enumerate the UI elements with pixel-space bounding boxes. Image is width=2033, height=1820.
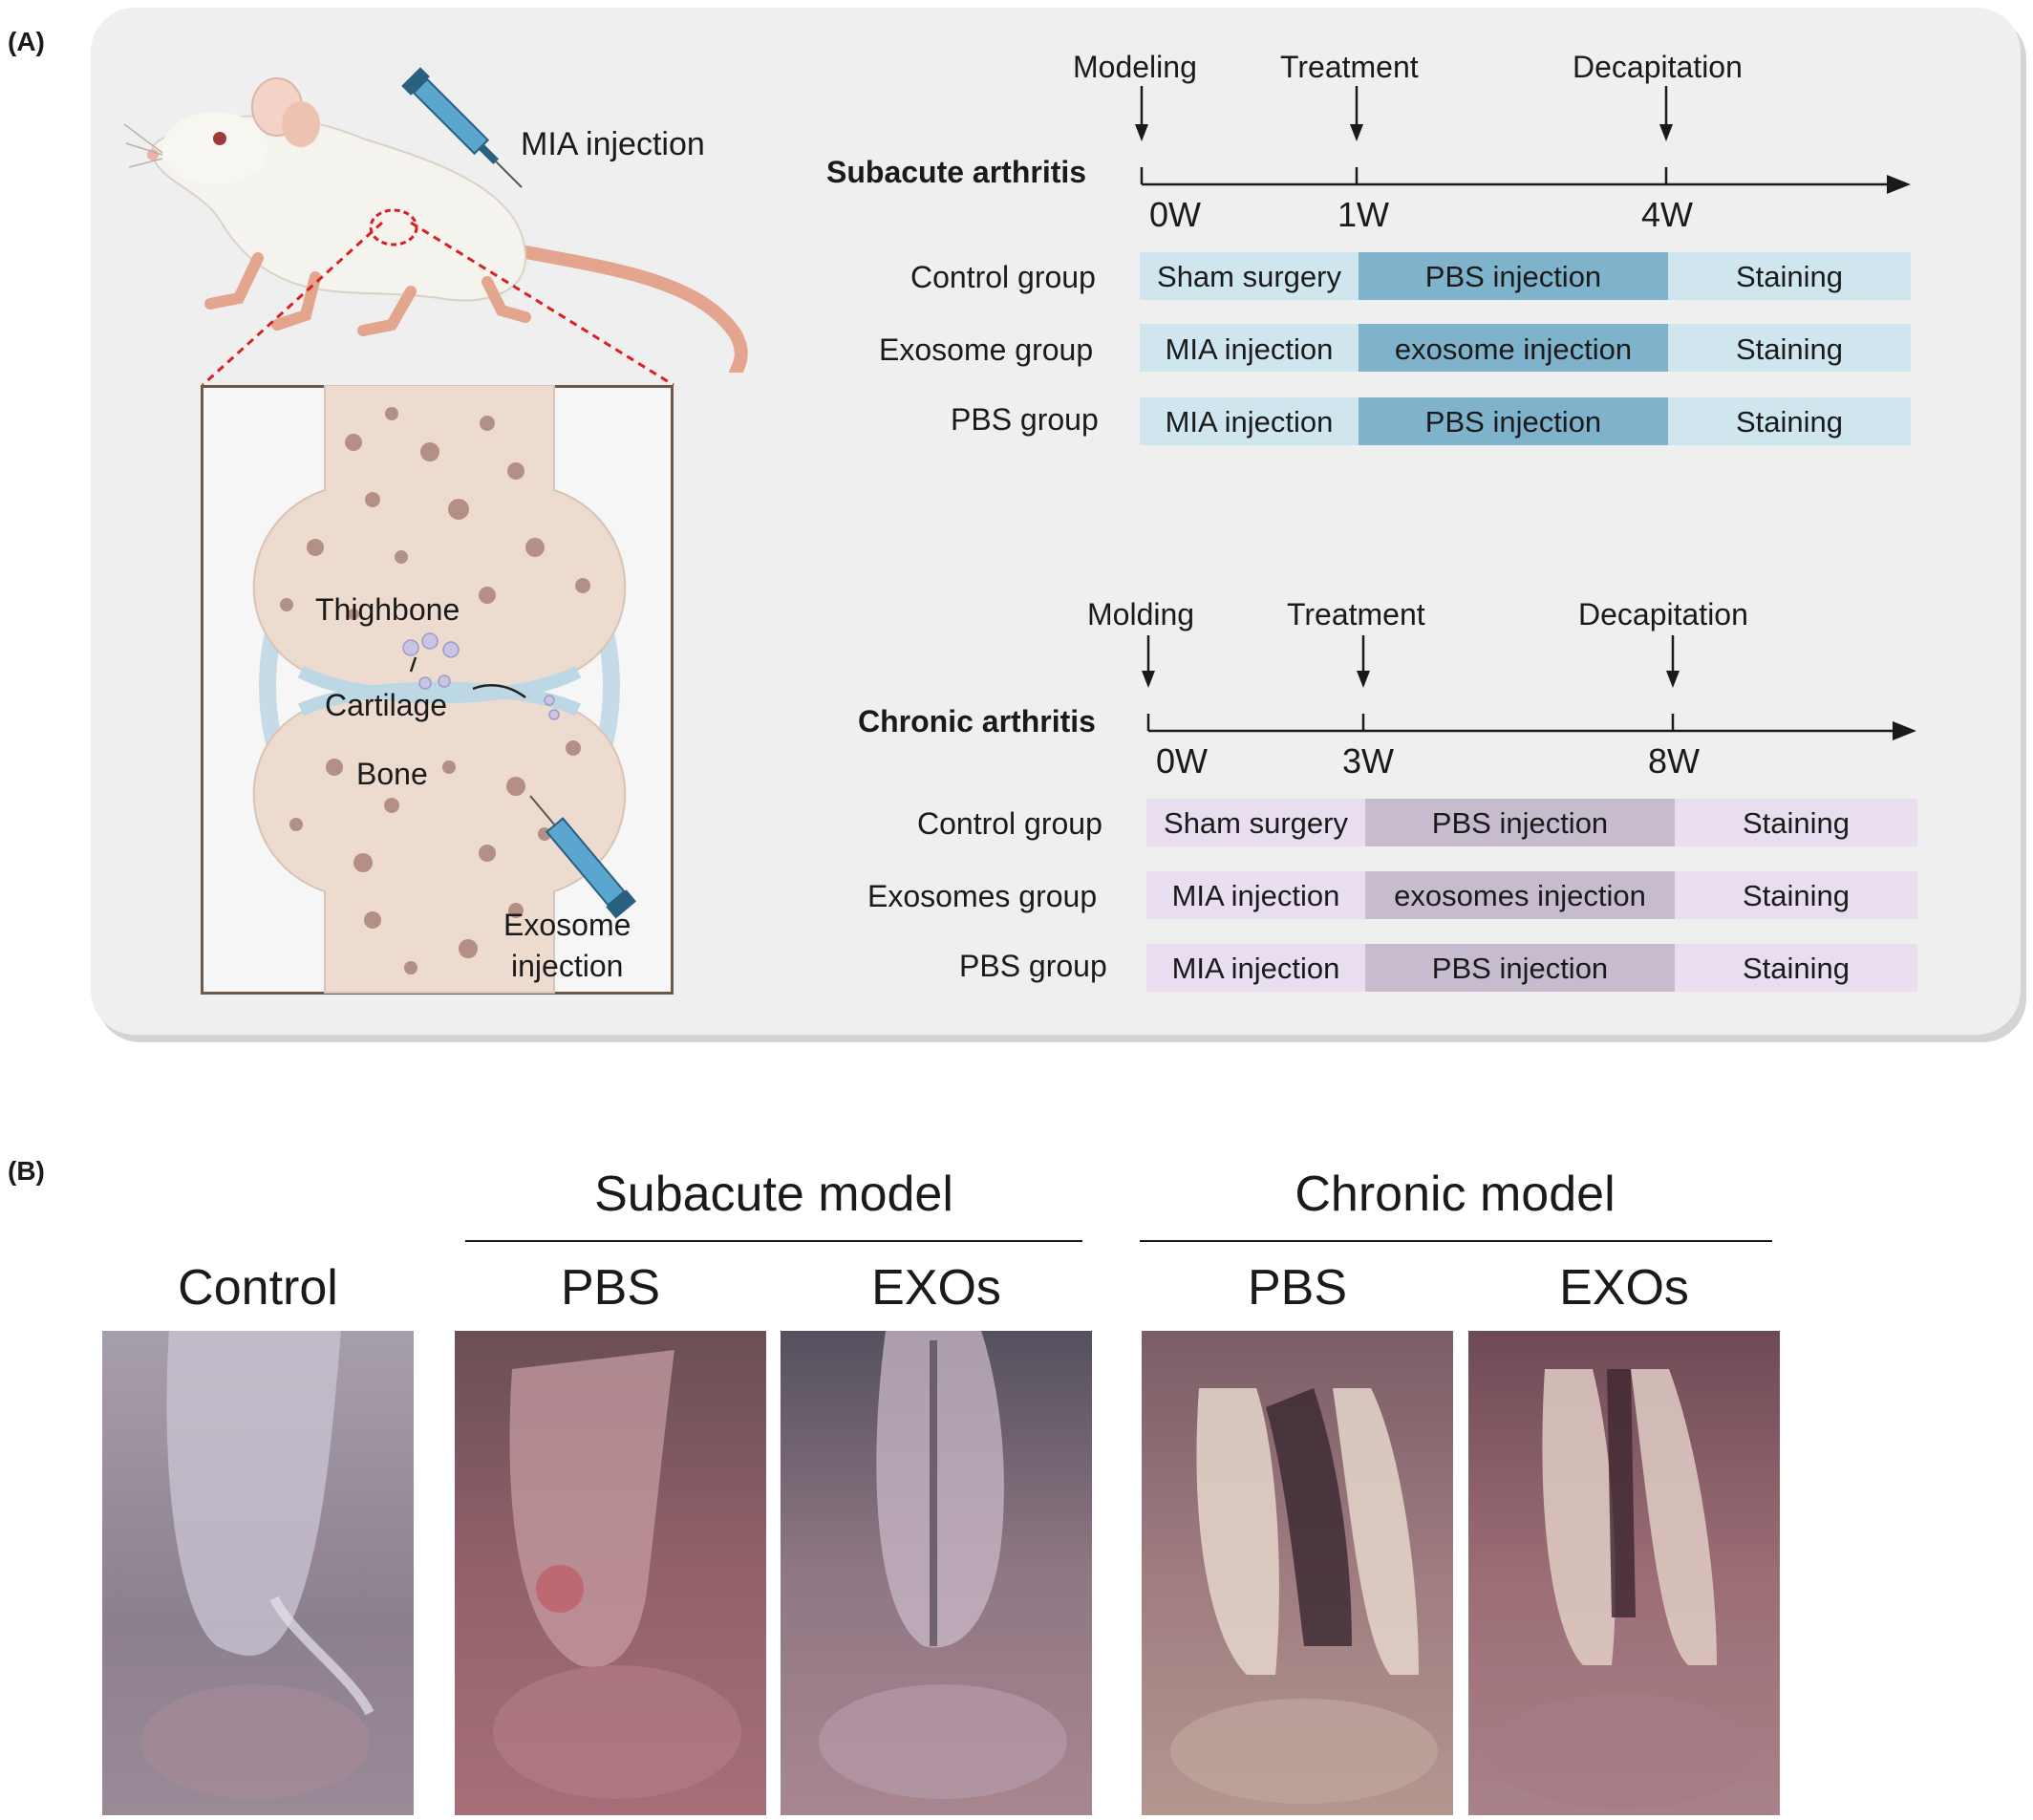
bone-label: Bone [356,757,428,791]
subacute-tick-1: 1W [1338,195,1389,234]
subacute-model-rule [465,1240,1082,1242]
chronic-group-pbs: PBS group [959,949,1107,983]
chronic-cell: MIA injection [1171,952,1340,985]
chronic-event-decapitation: Decapitation [1578,597,1748,632]
photo-label-chronic-pbs: PBS [1247,1260,1348,1316]
subacute-cell: Staining [1735,405,1844,439]
chronic-cell: Staining [1742,952,1851,985]
photo-subacute-exos [781,1331,1092,1815]
subacute-cell: PBS injection [1424,405,1602,439]
chronic-cell: MIA injection [1171,879,1340,912]
chronic-timeline [1142,635,1917,992]
subacute-group-exosome: Exosome group [879,332,1094,367]
photo-chronic-exos [1468,1331,1780,1815]
rat-illustration [124,67,748,373]
exosome-injection-line1: Exosome [503,908,631,942]
photo-subacute-pbs [455,1331,766,1815]
chronic-title: Chronic arthritis [858,704,1096,739]
chronic-group-control: Control group [917,806,1102,841]
thighbone-label: Thighbone [315,592,460,627]
chronic-model-rule [1140,1240,1772,1242]
subacute-cell: Staining [1735,332,1844,366]
chronic-cell: Sham surgery [1164,806,1348,840]
chronic-cell: PBS injection [1431,952,1609,985]
subacute-cell: PBS injection [1424,260,1602,293]
subacute-timeline [1135,86,1911,445]
chronic-group-exosomes: Exosomes group [867,879,1098,913]
subacute-cell: Staining [1735,260,1844,293]
chronic-cell: Staining [1742,879,1851,912]
subacute-cell: Sham surgery [1157,260,1341,293]
photo-chronic-pbs [1142,1331,1453,1815]
photo-label-subacute-exos: EXOs [871,1260,1001,1316]
subacute-title: Subacute arthritis [826,155,1087,189]
cartilage-label: Cartilage [325,688,448,722]
subacute-cell: MIA injection [1165,405,1334,439]
subacute-tick-0: 0W [1149,195,1201,234]
photo-control [102,1331,414,1815]
chronic-cell: exosomes injection [1394,879,1646,912]
subacute-group-control: Control group [910,260,1096,294]
subacute-event-decapitation: Decapitation [1573,50,1743,84]
subacute-event-treatment: Treatment [1280,50,1419,84]
chronic-cell: PBS injection [1431,806,1609,840]
joint-inset [201,385,674,995]
exosome-injection-line2: injection [511,949,624,983]
photo-label-control: Control [178,1260,338,1316]
mia-injection-label: MIA injection [521,126,705,162]
panel-b-label: (B) [8,1156,45,1186]
photo-label-subacute-pbs: PBS [560,1260,661,1316]
subacute-event-modeling: Modeling [1073,50,1197,84]
subacute-cell: exosome injection [1394,332,1633,366]
chronic-model-title: Chronic model [1295,1167,1616,1222]
chronic-cell: Staining [1742,806,1851,840]
subacute-tick-2: 4W [1641,195,1693,234]
chronic-tick-0: 0W [1156,741,1208,781]
chronic-event-molding: Molding [1087,597,1195,632]
photo-label-chronic-exos: EXOs [1559,1260,1689,1316]
zoom-lines [201,221,674,387]
panel-a-label: (A) [8,27,45,56]
chronic-tick-1: 3W [1342,741,1394,781]
subacute-model-title: Subacute model [594,1167,953,1222]
chronic-event-treatment: Treatment [1287,597,1425,632]
subacute-group-pbs: PBS group [951,402,1099,437]
chronic-tick-2: 8W [1648,741,1700,781]
subacute-cell: MIA injection [1165,332,1334,366]
